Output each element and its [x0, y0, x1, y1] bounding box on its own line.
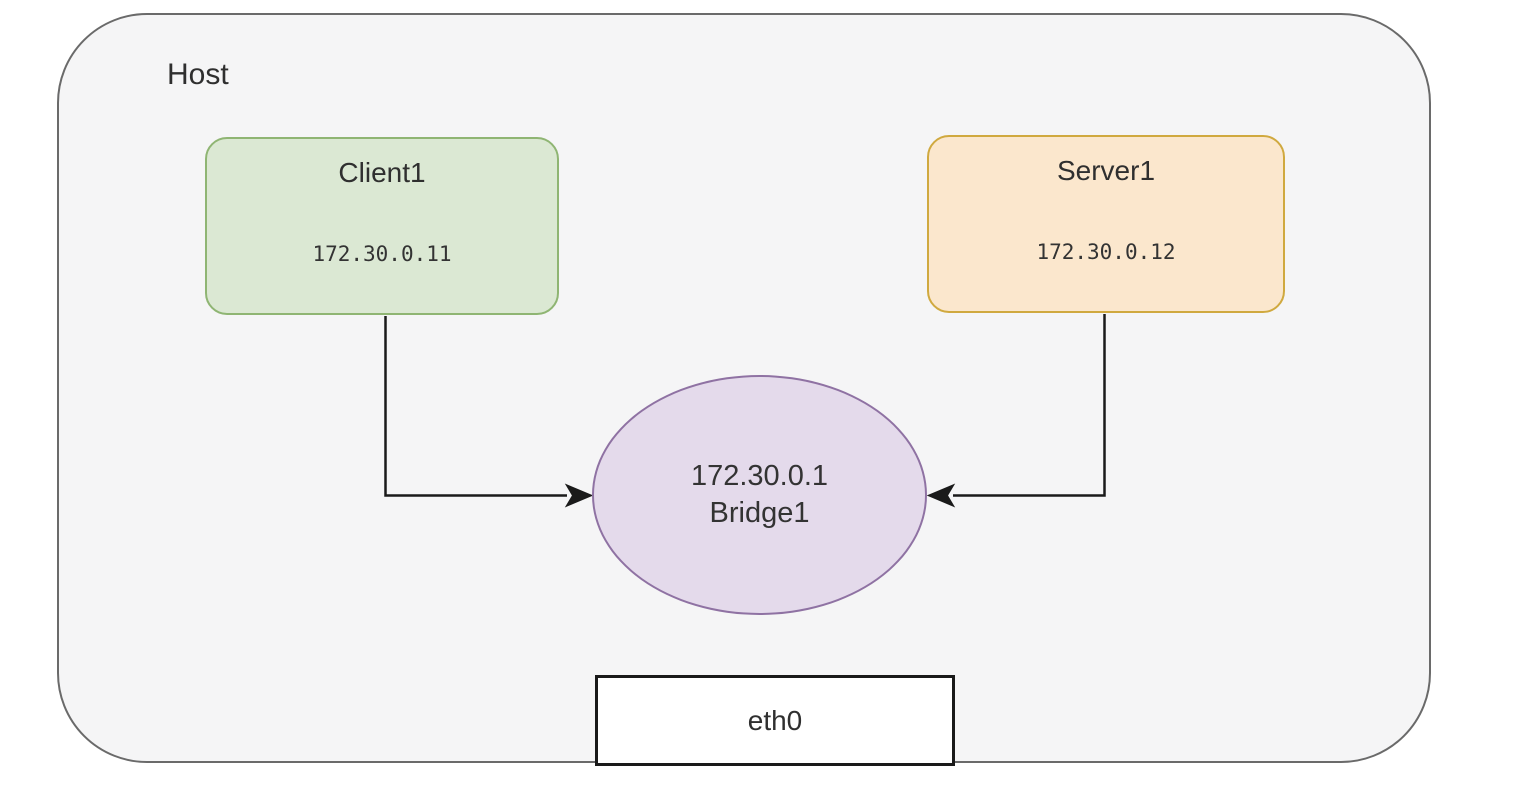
bridge1-ip: 172.30.0.1 — [690, 459, 829, 492]
server1-node: Server1 172.30.0.12 — [927, 135, 1285, 313]
bridge1-label: Bridge1 — [709, 497, 810, 529]
eth0-node: eth0 — [595, 675, 955, 766]
server1-ip: 172.30.0.12 — [1036, 240, 1176, 264]
eth0-label: eth0 — [747, 704, 803, 736]
client1-node: Client1 172.30.0.11 — [205, 137, 559, 315]
client1-label: Client1 — [338, 157, 426, 188]
client1-ip: 172.30.0.11 — [312, 242, 452, 266]
bridge1-node: 172.30.0.1 Bridge1 — [592, 375, 927, 615]
host-label: Host — [167, 58, 229, 91]
server1-label: Server1 — [1056, 155, 1156, 186]
